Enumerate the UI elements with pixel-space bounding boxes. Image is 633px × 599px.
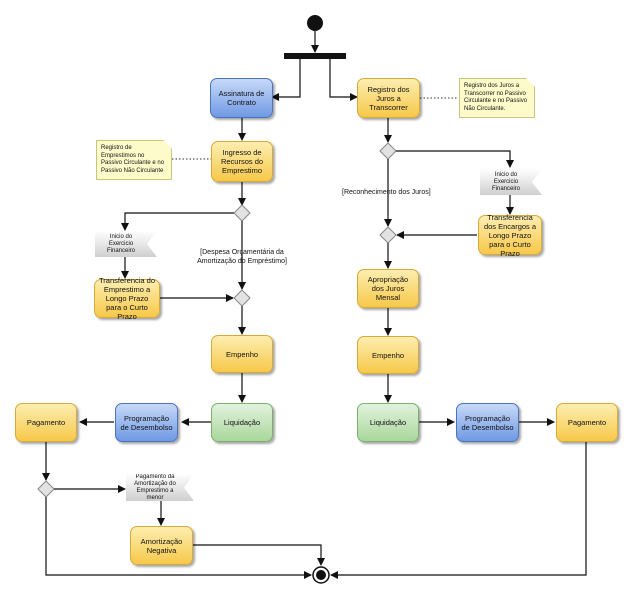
node-programacao-desembolso-left[interactable]: Programação de Desembolso (115, 403, 178, 442)
node-pagamento-left[interactable]: Pagamento (15, 403, 77, 442)
node-programacao-desembolso-right[interactable]: Programação de Desembolso (456, 403, 519, 442)
node-empenho-right[interactable]: Empenho (357, 336, 419, 374)
decision-node-right-1 (379, 142, 397, 160)
signal-inicio-exercicio-right: Inicio do Exercicio Financeiro (480, 169, 542, 195)
note-registro-juros: Registro dos Juros a Transcorrer no Pass… (459, 78, 535, 118)
node-assinatura-de-contrato[interactable]: Assinatura de Contrato (210, 78, 273, 118)
node-transferencia-emprestimo[interactable]: Transferencia do Emprestimo a Longo Praz… (94, 276, 160, 321)
decision-node-left-2 (37, 480, 55, 498)
guard-reconhecimento-juros: [Reconhecimento dos Juros] (342, 189, 431, 196)
guard-despesa-orcamentaria: [Despesa Orçamentária da Amortização do … (197, 249, 287, 265)
merge-node-left (233, 289, 251, 307)
node-apropriacao-juros[interactable]: Apropriação dos Juros Mensal (357, 269, 419, 308)
node-empenho-left[interactable]: Empenho (211, 335, 273, 373)
node-transferencia-encargos[interactable]: Transferencia dos Encargos a Longo Prazo… (478, 213, 542, 258)
initial-node (307, 15, 323, 31)
node-amortizacao-negativa[interactable]: Amortização Negativa (130, 526, 193, 565)
signal-inicio-exercicio-left: Inicio do Exercicio Financeiro (95, 231, 157, 257)
note-registro-emprestimos: Registro de Emprestimos no Passivo Circu… (96, 140, 172, 180)
signal-pagamento-amortizacao: Pagamento da Amortização do Emprestimo a… (126, 474, 194, 501)
node-pagamento-right[interactable]: Pagamento (556, 403, 618, 442)
node-liquidacao-right[interactable]: Liquidação (357, 403, 419, 442)
decision-node-left-1 (233, 204, 251, 222)
node-registro-juros[interactable]: Registro dos Juros a Transcorrer (357, 78, 420, 118)
merge-node-right (379, 226, 397, 244)
fork-bar (284, 53, 346, 59)
node-ingresso-de-recursos[interactable]: Ingresso de Recursos do Emprestimo (211, 141, 273, 182)
node-liquidacao-left[interactable]: Liquidação (211, 403, 273, 442)
